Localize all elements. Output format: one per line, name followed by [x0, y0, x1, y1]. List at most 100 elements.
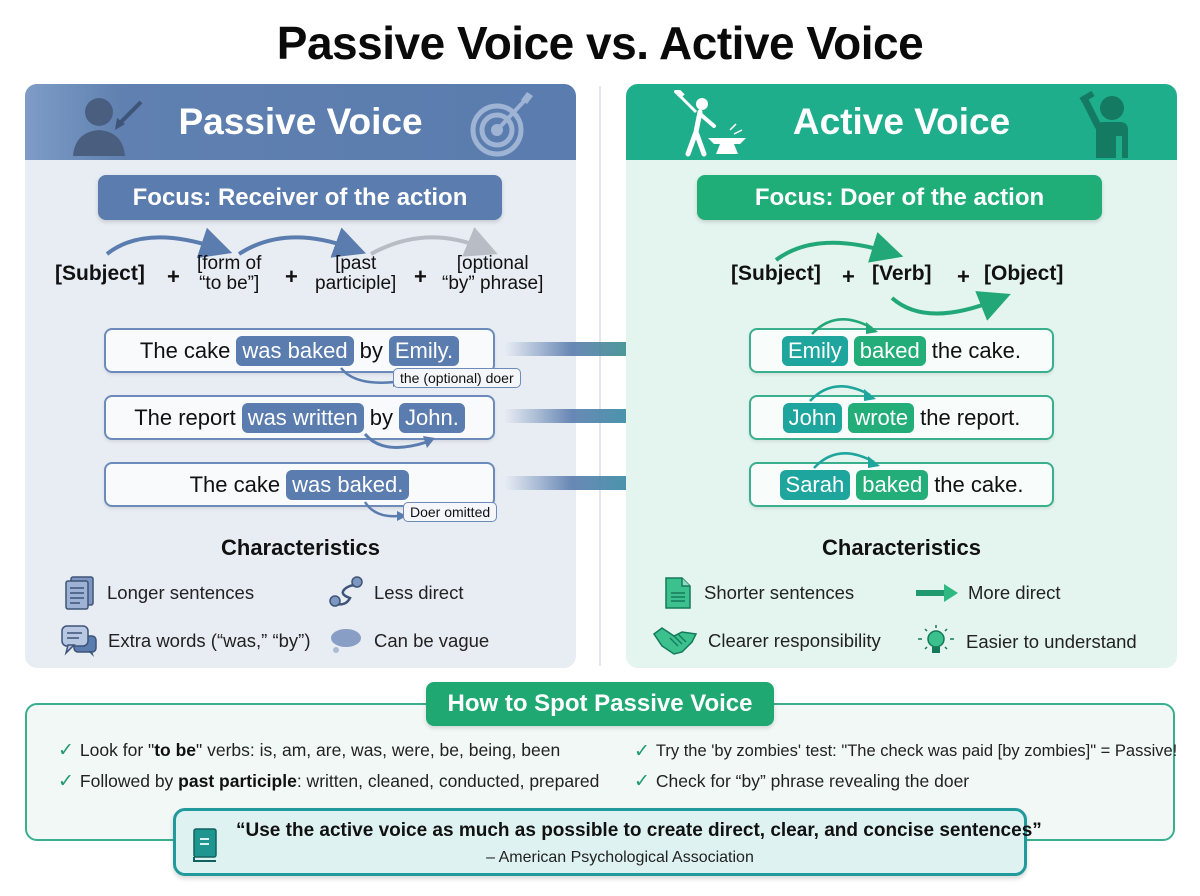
active-sentence-3: Sarah baked the cake.: [749, 462, 1054, 507]
lightbulb-icon: [918, 625, 954, 653]
documents-icon: [65, 576, 94, 610]
tip-zombies: ✓ Try the 'by zombies' test: "The check …: [634, 740, 1177, 763]
formula-participle-line1: [past: [335, 253, 377, 274]
passive-title: Passive Voice: [178, 101, 423, 142]
doer-link-arrow: [363, 432, 435, 449]
speech-bubbles-icon: [61, 625, 97, 657]
char-label: Easier to understand: [966, 631, 1137, 652]
active-title: Active Voice: [792, 101, 1011, 142]
passive-sentence-1: The cake was baked by Emily.: [104, 328, 495, 373]
note-pointer-arrow: [363, 501, 407, 521]
book-icon: [192, 827, 218, 868]
sentence-subject: The cake: [189, 471, 281, 497]
apa-quote-box: “Use the active voice as much as possibl…: [173, 808, 1042, 876]
passive-char-extra-words: Extra words (“was,” “by”): [60, 624, 311, 658]
tip-text: Followed by past participle: written, cl…: [79, 771, 600, 791]
sentence-verb-chip: was written: [241, 402, 364, 433]
sentence-doer-chip: John: [782, 402, 843, 433]
sentence-by: by: [359, 337, 383, 363]
active-characteristics-title: Characteristics: [822, 535, 981, 560]
sentence-verb-chip: baked: [856, 469, 929, 500]
sentence-verb-chip: was baked: [236, 335, 354, 366]
formula-participle-line2: participle]: [315, 273, 397, 294]
formula-plus: +: [285, 264, 298, 289]
formula-by-line1: [optional: [456, 253, 529, 274]
sentence-by: by: [369, 404, 393, 430]
sentence-doer-chip: John.: [398, 402, 465, 433]
sentence-doer-chip: Emily: [781, 335, 848, 366]
quote-attribution: – American Psychological Association: [486, 849, 754, 866]
active-sentence-1: Emily baked the cake.: [749, 328, 1054, 373]
quote-text: “Use the active voice as much as possibl…: [236, 820, 1042, 841]
char-label: Can be vague: [374, 630, 490, 651]
center-divider: [599, 86, 601, 666]
formula-plus: +: [957, 264, 970, 289]
char-label: Shorter sentences: [704, 582, 855, 603]
sentence-object: the report.: [920, 404, 1021, 430]
formula-plus: +: [167, 264, 180, 289]
passive-char-longer: Longer sentences: [63, 576, 254, 610]
doer-verb-arrow: [813, 452, 880, 469]
formula-by-phrase: [optional “by” phrase]: [442, 254, 543, 294]
sentence-verb-chip: wrote: [848, 402, 915, 433]
passive-sentence-2: The report was written by John.: [104, 395, 495, 440]
tip-past-participle: ✓ Followed by past participle: written, …: [58, 770, 599, 793]
person-receiving-arrow-icon: [65, 90, 145, 163]
char-label: More direct: [968, 582, 1061, 603]
tip-to-be: ✓ Look for "to be" verbs: is, am, are, w…: [58, 739, 560, 762]
blacksmith-icon: [673, 87, 750, 163]
check-icon: ✓: [634, 741, 650, 762]
char-label: Longer sentences: [107, 582, 255, 603]
active-char-more-direct: More direct: [916, 576, 1061, 610]
formula-object: [Object]: [984, 262, 1064, 285]
tip-text: Check for “by” phrase revealing the doer: [655, 771, 970, 791]
handshake-icon: [652, 627, 698, 655]
check-icon: ✓: [58, 771, 74, 792]
doer-verb-arrow: [811, 318, 878, 335]
char-label: Less direct: [374, 582, 464, 603]
formula-participle: [past participle]: [315, 254, 396, 294]
formula-subject: [Subject]: [55, 262, 145, 285]
check-icon: ✓: [58, 740, 74, 761]
check-icon: ✓: [634, 771, 650, 792]
passive-char-less-direct: Less direct: [328, 576, 463, 610]
sentence-subject: The report: [134, 404, 236, 430]
winding-route-icon: [329, 576, 363, 607]
formula-to-be-line1: [form of: [197, 253, 262, 274]
char-label: Clearer responsibility: [708, 630, 881, 651]
sentence-object: the cake.: [931, 337, 1021, 363]
passive-characteristics-title: Characteristics: [221, 535, 380, 560]
cloud-icon: [331, 629, 361, 653]
sentence-subject: The cake: [139, 337, 231, 363]
target-icon: [467, 90, 537, 163]
tip-text: Look for "to be" verbs: is, am, are, was…: [79, 740, 561, 760]
person-hammer-icon: [1078, 90, 1138, 163]
active-char-responsibility: Clearer responsibility: [652, 624, 881, 658]
active-header: Active Voice: [626, 84, 1177, 160]
formula-plus: +: [842, 264, 855, 289]
passive-header: Passive Voice: [25, 84, 576, 160]
formula-subject: [Subject]: [731, 262, 821, 285]
passive-char-vague: Can be vague: [328, 624, 489, 658]
doer-omitted-note: Doer omitted: [403, 502, 498, 522]
active-focus-pill: Focus: Doer of the action: [697, 175, 1102, 220]
sentence-verb-chip: baked: [853, 335, 926, 366]
optional-doer-note: the (optional) doer: [393, 368, 521, 388]
active-formula-arrows: [774, 232, 1011, 321]
sentence-doer-chip: Sarah: [779, 469, 851, 500]
passive-focus-pill: Focus: Receiver of the action: [98, 175, 502, 220]
active-sentence-2: John wrote the report.: [749, 395, 1054, 440]
sentence-doer-chip: Emily.: [388, 335, 460, 366]
formula-verb: [Verb]: [872, 262, 932, 285]
active-char-shorter: Shorter sentences: [662, 576, 854, 610]
tip-text: Try the 'by zombies' test: "The check wa…: [655, 742, 1178, 760]
sentence-verb-chip: was baked.: [286, 469, 410, 500]
passive-formula-arrows: [105, 227, 498, 259]
formula-by-line2: “by” phrase]: [442, 273, 544, 294]
document-icon: [665, 577, 691, 609]
formula-plus: +: [414, 264, 427, 289]
how-to-spot-title: How to Spot Passive Voice: [426, 682, 774, 726]
arrow-right-icon: [916, 584, 958, 602]
doer-verb-arrow: [809, 385, 876, 402]
formula-to-be-line2: “to be”]: [199, 273, 260, 294]
